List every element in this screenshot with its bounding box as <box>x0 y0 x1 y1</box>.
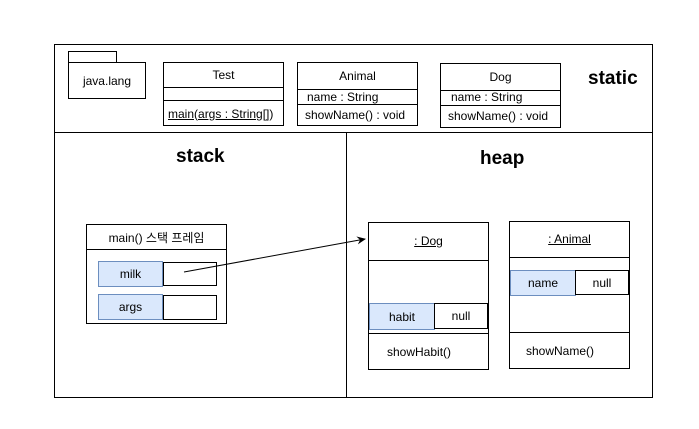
package-java-lang: java.lang <box>68 62 146 99</box>
stack-frame-divider <box>87 249 226 250</box>
class-method: main(args : String[]) <box>168 107 273 121</box>
object-divider <box>510 257 629 258</box>
class-divider <box>441 90 560 91</box>
object-animal-field-value: null <box>575 270 629 295</box>
object-title: : Dog <box>414 234 443 248</box>
stack-label: stack <box>176 146 225 167</box>
class-name: Dog <box>489 70 512 84</box>
class-test: Test main(args : String[]) <box>163 62 284 126</box>
object-method: showHabit() <box>387 345 452 359</box>
heap-label: heap <box>480 148 525 169</box>
class-name: Test <box>212 68 235 82</box>
class-field: name : String <box>307 90 379 104</box>
package-name: java.lang <box>82 73 132 88</box>
class-method: showName() : void <box>448 109 549 123</box>
stack-frame-main: main() 스택 프레임 <box>86 224 227 324</box>
class-method: showName() : void <box>305 108 406 122</box>
object-dog-field-name: habit <box>369 303 435 330</box>
stack-heap-divider <box>346 132 347 398</box>
class-dog: Dog name : String showName() : void <box>440 63 561 128</box>
variable-milk-name: milk <box>98 261 163 287</box>
variable-milk-value <box>163 262 217 286</box>
method-name: main <box>168 107 195 121</box>
object-title: : Animal <box>548 232 591 246</box>
object-divider <box>369 333 488 334</box>
stack-frame-title: main() 스택 프레임 <box>108 230 205 245</box>
class-divider <box>164 100 283 101</box>
object-animal-field-name: name <box>510 270 576 296</box>
object-method: showName() <box>526 344 595 358</box>
object-divider <box>369 260 488 261</box>
heap-object-dog: : Dog showHabit() <box>368 222 489 370</box>
variable-args-name: args <box>98 294 163 320</box>
object-divider <box>510 332 629 333</box>
class-divider <box>164 87 283 88</box>
heap-object-animal: : Animal showName() <box>509 221 630 369</box>
method-paren-open: ( <box>194 107 199 121</box>
static-label: static <box>588 68 638 89</box>
class-animal: Animal name : String showName() : void <box>297 62 418 126</box>
object-dog-field-value: null <box>434 303 488 329</box>
class-field: name : String <box>451 90 523 104</box>
variable-args-value <box>163 295 217 320</box>
class-divider <box>441 105 560 106</box>
class-divider <box>298 104 417 105</box>
memory-diagram <box>54 44 653 398</box>
method-paren-close: ) <box>269 107 274 121</box>
class-name: Animal <box>339 69 376 83</box>
class-divider <box>298 89 417 90</box>
static-divider <box>54 132 653 133</box>
method-params: args : String[] <box>198 107 270 121</box>
